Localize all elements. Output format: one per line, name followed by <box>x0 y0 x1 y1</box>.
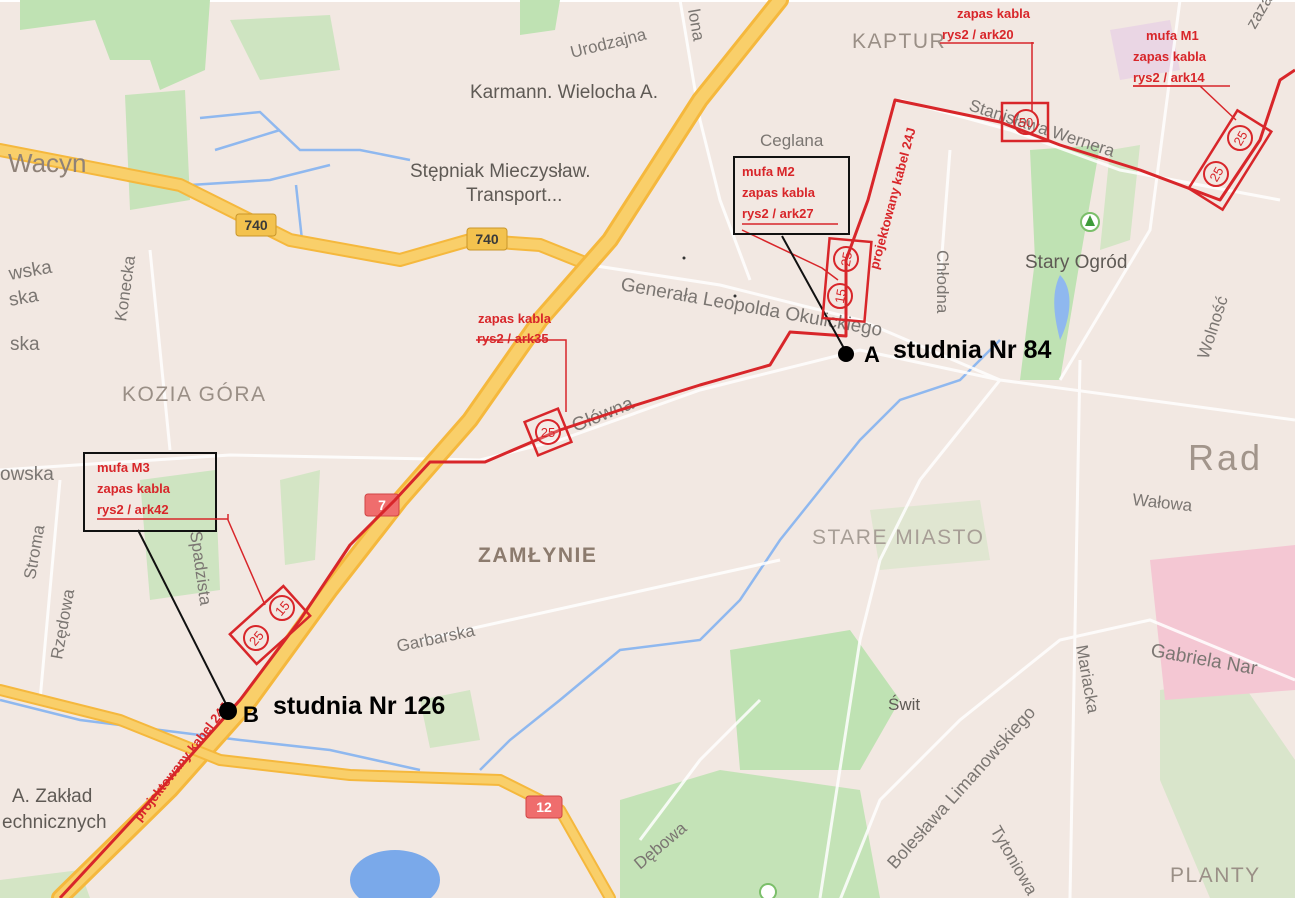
poi-zaklad-line2: echnicznych <box>2 812 107 833</box>
svg-text:740: 740 <box>244 217 268 233</box>
poi-karmann: Karmann. Wielocha A. <box>470 82 658 103</box>
district-zamlynie: ZAMŁYNIE <box>478 544 597 567</box>
road-shield-7: 7 <box>364 493 400 517</box>
svg-text:zapas kabla: zapas kabla <box>1133 49 1207 64</box>
svg-text:25: 25 <box>1230 128 1250 148</box>
svg-text:zapas kabla: zapas kabla <box>957 6 1031 21</box>
street-ceglana: Ceglana <box>760 131 824 150</box>
black-leaders <box>137 235 847 709</box>
road-shield-12: 12 <box>525 795 563 819</box>
callout-m2-text: mufa M2 zapas kabla rys2 / ark27 <box>742 164 838 225</box>
street-ska-2: ska <box>10 334 40 355</box>
svg-text:740: 740 <box>475 231 499 247</box>
street-owska: owska <box>0 464 54 485</box>
point-b-marker[interactable] <box>219 702 237 720</box>
svg-text:rys2 / ark27: rys2 / ark27 <box>742 206 814 221</box>
svg-text:mufa M3: mufa M3 <box>97 460 150 475</box>
point-a-label: studnia Nr 84 <box>893 336 1051 364</box>
svg-text:mufa M1: mufa M1 <box>1146 28 1199 43</box>
park-marker-icon-bottom <box>759 883 777 898</box>
water-features <box>0 110 1001 772</box>
callout-box-m3 <box>83 452 217 532</box>
svg-text:mufa M2: mufa M2 <box>742 164 795 179</box>
callout-m3-text: mufa M3 zapas kabla rys2 / ark42 <box>97 460 228 520</box>
svg-text:12: 12 <box>536 799 552 815</box>
district-planty: PLANTY <box>1170 864 1261 887</box>
place-swit: Świt <box>888 695 920 714</box>
poi-stepniak-line1: Stępniak Mieczysław. <box>410 161 591 182</box>
svg-text:25: 25 <box>838 251 855 268</box>
svg-text:7: 7 <box>378 497 386 513</box>
ring-box-ark35: 25 <box>522 406 574 458</box>
place-wacyn: Wacyn <box>8 148 87 178</box>
lavender-area <box>1110 20 1180 80</box>
lake <box>350 850 440 898</box>
park-marker-icon <box>1080 212 1100 232</box>
point-b-label: studnia Nr 126 <box>273 692 445 720</box>
pink-area <box>1150 545 1295 700</box>
top-border <box>0 0 1295 2</box>
map-speck-2 <box>733 294 737 298</box>
road-shield-740b: 740 <box>466 227 508 251</box>
poi-zaklad-line1: A. Zakład <box>12 786 92 807</box>
district-kozia-gora: KOZIA GÓRA <box>122 383 267 406</box>
svg-text:rys2 / ark35: rys2 / ark35 <box>477 331 549 346</box>
pond <box>1054 275 1070 340</box>
svg-text:zapas kabla: zapas kabla <box>478 311 552 326</box>
district-kaptur: KAPTUR <box>852 30 946 53</box>
callout-box-m2 <box>733 156 850 235</box>
svg-text:rys2 / ark20: rys2 / ark20 <box>942 27 1014 42</box>
road-shield-740a: 740 <box>235 213 277 237</box>
svg-text:25: 25 <box>541 425 555 440</box>
ring-box-m2: 25 15 <box>821 236 873 324</box>
svg-text:25: 25 <box>1206 164 1226 184</box>
point-a-marker[interactable] <box>838 346 854 362</box>
svg-text:50: 50 <box>1019 115 1033 130</box>
svg-text:rys2 / ark42: rys2 / ark42 <box>97 502 169 517</box>
cable-route <box>58 68 1295 898</box>
svg-text:zapas kabla: zapas kabla <box>97 481 171 496</box>
ring-box-m1: 25 25 <box>1186 108 1274 212</box>
ring-box-ark20: 50 <box>1000 101 1050 143</box>
svg-text:15: 15 <box>832 288 849 305</box>
callout-leaders <box>227 42 1237 606</box>
district-stare-miasto: STARE MIASTO <box>812 526 984 549</box>
poi-stepniak-line2: Transport... <box>466 185 562 206</box>
city-label-rad: Rad <box>1188 437 1263 478</box>
callout-m1-text: mufa M1 zapas kabla rys2 / ark14 <box>1133 28 1230 87</box>
place-stary-ogrod: Stary Ogród <box>1025 252 1127 273</box>
callout-ark20-text: zapas kabla rys2 / ark20 <box>940 6 1034 44</box>
point-b-letter: B <box>243 702 259 727</box>
point-a-letter: A <box>864 342 880 367</box>
street-chlodna: Chłodna <box>933 250 952 314</box>
svg-text:zapas kabla: zapas kabla <box>742 185 816 200</box>
svg-text:rys2 / ark14: rys2 / ark14 <box>1133 70 1205 85</box>
map-speck <box>682 256 686 260</box>
street-ska-1: ska <box>7 285 40 311</box>
callout-ark35-text: zapas kabla rys2 / ark35 <box>477 311 552 346</box>
